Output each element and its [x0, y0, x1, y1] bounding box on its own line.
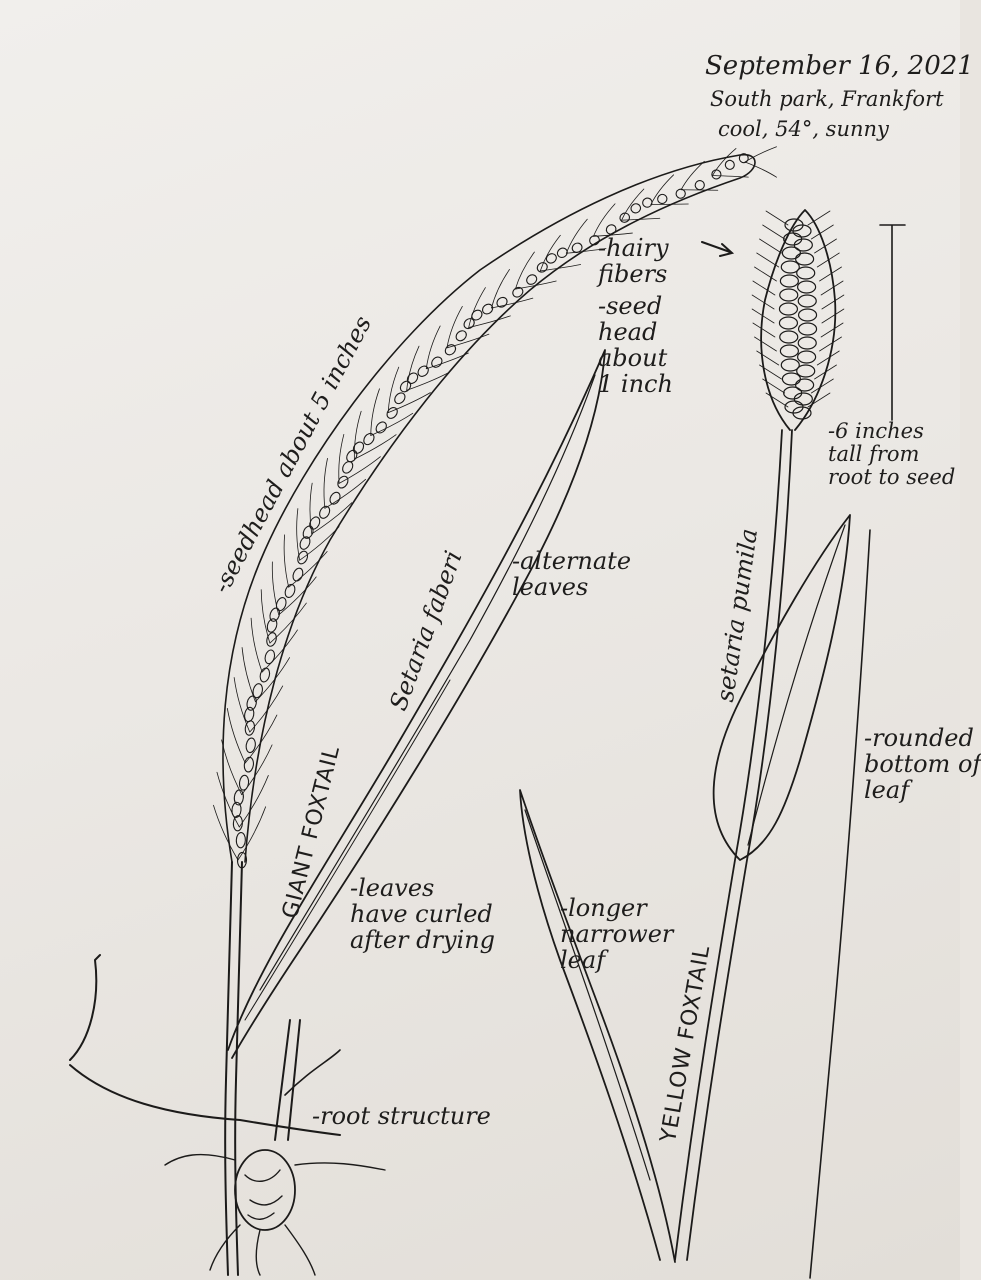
giant-seedhead	[222, 153, 756, 863]
label-leaves-curled: -leaves have curled after drying	[350, 874, 496, 954]
giant-seed-cluster	[231, 153, 749, 869]
botanical-sketch	[69, 146, 906, 1279]
label-longer-leaf: -longer narrower leaf	[560, 894, 674, 974]
giant-foxtail-drawing	[69, 146, 777, 1276]
label-alternate-leaves: -alternate leaves	[512, 547, 632, 601]
label-hairy-fibers: -hairy fibers	[598, 234, 669, 288]
label-rounded-leaf: -rounded bottom of leaf	[864, 724, 981, 804]
yellow-narrow-leaf	[519, 789, 676, 1263]
header-date: September 16, 2021	[705, 51, 974, 81]
header-location: South park, Frankfort	[710, 87, 944, 111]
arrow-icon	[701, 241, 735, 257]
label-root-structure: -root structure	[312, 1102, 491, 1130]
label-seed-head: -seed head about 1 inch	[598, 292, 673, 398]
giant-root-structure	[69, 954, 386, 1276]
yellow-seedhead	[760, 209, 837, 431]
yellow-foxtail-drawing	[519, 209, 906, 1279]
giant-bristles	[213, 146, 777, 861]
yellow-rounded-leaf	[712, 514, 851, 861]
yellow-seed-cluster	[778, 218, 818, 420]
label-height: -6 inches tall from root to seed	[828, 419, 956, 489]
header-weather: cool, 54°, sunny	[718, 117, 889, 141]
giant-long-leaf	[227, 349, 606, 1059]
yellow-bristles	[751, 210, 845, 408]
